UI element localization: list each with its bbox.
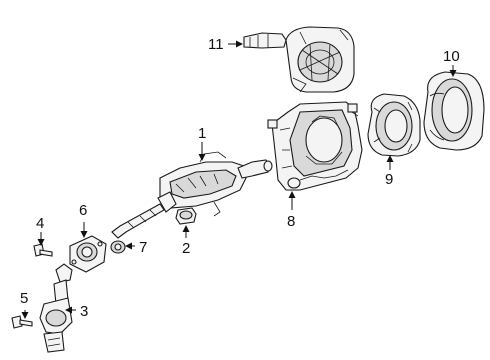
callout-8: 8 bbox=[287, 213, 295, 230]
callout-5: 5 bbox=[20, 290, 28, 307]
callout-3: 3 bbox=[80, 303, 88, 320]
callout-2: 2 bbox=[182, 240, 190, 257]
callout-6: 6 bbox=[79, 202, 87, 219]
callout-1: 1 bbox=[198, 125, 206, 142]
callout-7: 7 bbox=[139, 239, 147, 256]
part-10-steering-wheel-cover bbox=[423, 71, 485, 151]
part-8-column-shroud bbox=[267, 101, 363, 191]
part-1-steering-column bbox=[111, 151, 273, 239]
part-4-bolt bbox=[33, 243, 53, 257]
part-3-intermediate-shaft bbox=[39, 263, 73, 353]
callout-11: 11 bbox=[208, 36, 224, 53]
callout-4: 4 bbox=[36, 215, 44, 232]
part-11-combination-switch bbox=[243, 26, 355, 93]
part-9-ring-bezel bbox=[367, 93, 421, 157]
leader-lines bbox=[21, 40, 457, 319]
part-7-grommet bbox=[110, 240, 126, 254]
callout-10: 10 bbox=[443, 48, 460, 65]
part-2-nut bbox=[175, 207, 197, 225]
callout-9: 9 bbox=[385, 171, 393, 188]
part-5-bolt bbox=[11, 315, 33, 329]
part-6-bearing-plate bbox=[69, 235, 107, 273]
